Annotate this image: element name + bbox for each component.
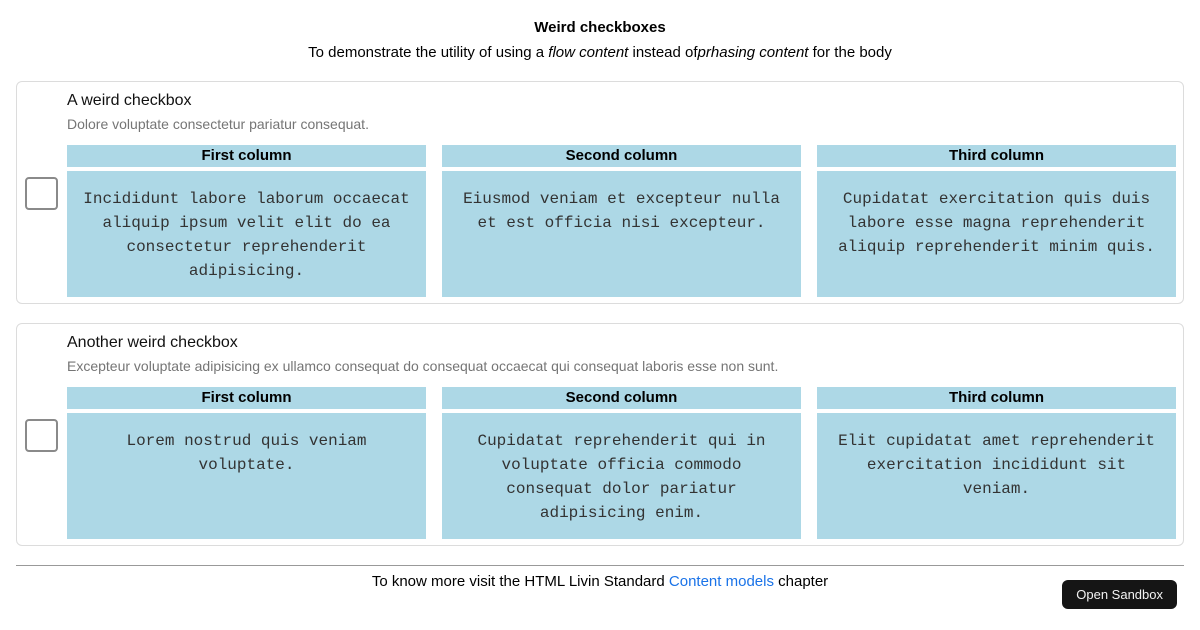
card-description: Excepteur voluptate adipisicing ex ullam… (67, 358, 779, 374)
card-columns: First column Incididunt labore laborum o… (67, 145, 1176, 297)
column-header: First column (67, 145, 426, 167)
open-sandbox-button[interactable]: Open Sandbox (1062, 580, 1177, 609)
content-models-link[interactable]: Content models (668, 573, 774, 590)
column-header: Second column (442, 145, 801, 167)
column-header: Third column (817, 387, 1176, 409)
column-body: Cupidatat exercitation quis duis labore … (817, 171, 1176, 297)
card-title: A weird checkbox (67, 92, 192, 109)
footer-text: To know more visit the HTML Livin Standa… (371, 573, 669, 590)
column-third: Third column Elit cupidatat amet reprehe… (817, 387, 1176, 539)
column-first: First column Lorem nostrud quis veniam v… (67, 387, 426, 539)
subtitle-text: instead of (628, 44, 698, 61)
column-second: Second column Eiusmod veniam et excepteu… (442, 145, 801, 297)
column-header: Third column (817, 145, 1176, 167)
column-first: First column Incididunt labore laborum o… (67, 145, 426, 297)
column-header: First column (67, 387, 426, 409)
column-body: Cupidatat reprehenderit qui in voluptate… (442, 413, 801, 539)
footer-text: chapter (773, 573, 829, 590)
page-header: Weird checkboxes To demonstrate the util… (0, 0, 1200, 65)
column-body: Eiusmod veniam et excepteur nulla et est… (442, 171, 801, 297)
column-header: Second column (442, 387, 801, 409)
subtitle-text: To demonstrate the utility of using a (308, 44, 549, 61)
subtitle-phrasing-content: prhasing content (697, 44, 809, 61)
column-second: Second column Cupidatat reprehenderit qu… (442, 387, 801, 539)
page-subtitle: To demonstrate the utility of using a fl… (0, 40, 1200, 65)
weird-checkbox-1[interactable] (25, 177, 58, 210)
column-third: Third column Cupidatat exercitation quis… (817, 145, 1176, 297)
card-title: Another weird checkbox (67, 334, 238, 351)
subtitle-flow-content: flow content (548, 44, 629, 61)
card-description: Dolore voluptate consectetur pariatur co… (67, 116, 369, 132)
checkbox-card-2: Another weird checkbox Excepteur volupta… (16, 323, 1184, 546)
column-body: Elit cupidatat amet reprehenderit exerci… (817, 413, 1176, 539)
footer-divider (16, 565, 1184, 566)
checkbox-card-1: A weird checkbox Dolore voluptate consec… (16, 81, 1184, 304)
card-columns: First column Lorem nostrud quis veniam v… (67, 387, 1176, 539)
subtitle-text: for the body (808, 44, 892, 61)
page-title: Weird checkboxes (534, 19, 666, 36)
page-footer: To know more visit the HTML Livin Standa… (0, 572, 1200, 591)
column-body: Lorem nostrud quis veniam voluptate. (67, 413, 426, 539)
column-body: Incididunt labore laborum occaecat aliqu… (67, 171, 426, 297)
weird-checkbox-2[interactable] (25, 419, 58, 452)
